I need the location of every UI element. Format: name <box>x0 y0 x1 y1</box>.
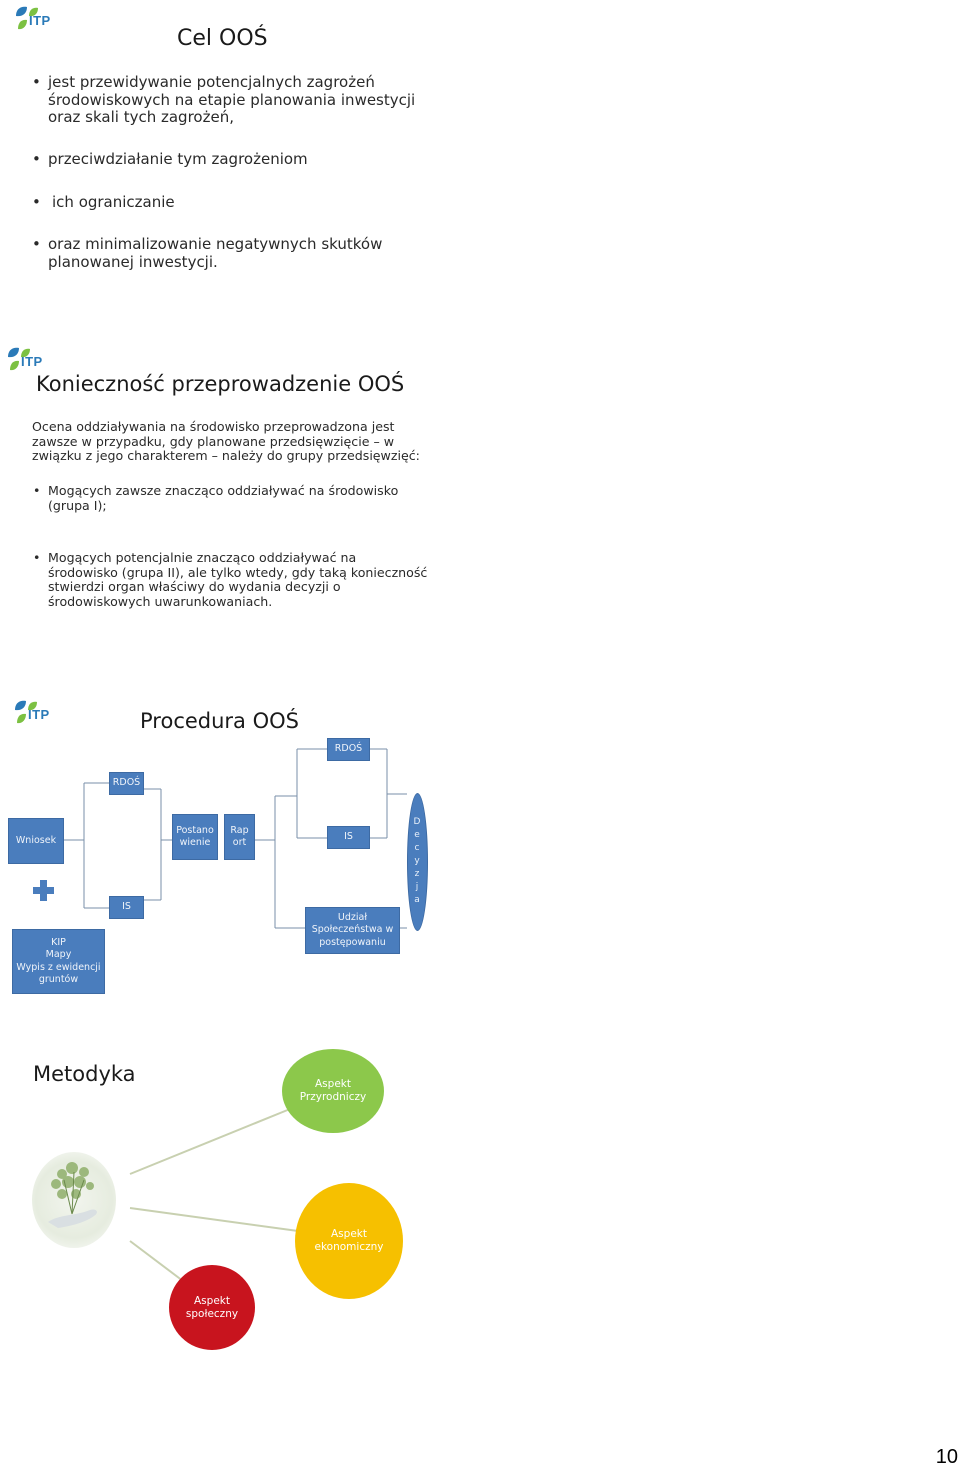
box-is-right: IS <box>327 826 370 849</box>
circle-aspekt-przyrodniczy: Aspekt Przyrodniczy <box>282 1049 384 1133</box>
bullet-dot: • <box>32 235 41 253</box>
box-rdos-left: RDOŚ <box>109 772 144 795</box>
leaf-icon <box>8 347 30 371</box>
circle-aspekt-spoleczny: Aspekt społeczny <box>169 1265 255 1350</box>
box-rdos-right: RDOŚ <box>327 738 370 761</box>
box-postanowienie: Postano wienie <box>172 814 218 860</box>
itp-logo: ITP <box>6 345 46 373</box>
metodyka-connectors <box>129 1108 299 1282</box>
box-is-left: IS <box>109 896 144 919</box>
slide-metodyka: Metodyka Aspekt Przyrodniczy Aspekt <box>0 1035 430 1365</box>
slide-procedura-oos: ITP Procedura OOŚ Wniosek <box>0 690 430 1010</box>
bullet-item: • przeciwdziałanie tym zagrożeniom <box>32 150 308 168</box>
bullet-item: • oraz minimalizowanie negatywnych skutk… <box>32 235 383 271</box>
slide-title: Konieczność przeprowadzenie OOŚ <box>36 372 405 396</box>
slide-title: Cel OOŚ <box>177 26 268 51</box>
bullet-dot: • <box>32 193 41 211</box>
logo-text: ITP <box>29 13 51 28</box>
bullet-item: • Mogących zawsze znacząco oddziaływać n… <box>33 483 399 513</box>
bullet-dot: • <box>33 483 41 498</box>
decyzja-letters: D e c y z j a <box>413 817 421 905</box>
itp-logo: ITP <box>14 4 54 32</box>
slide-koniecznosc-oos: ITP Konieczność przeprowadzenie OOŚ Ocen… <box>0 340 430 630</box>
procedure-connectors <box>64 748 407 929</box>
plant-icon <box>48 1162 97 1228</box>
bullet-item: • jest przewidywanie potencjalnych zagro… <box>32 73 416 126</box>
bullet-dot: • <box>32 150 41 168</box>
bullet-dot: • <box>32 73 41 91</box>
logo-text: ITP <box>21 354 43 369</box>
slide-cel-oos: ITP Cel OOŚ • jest przewidywanie potencj… <box>0 0 430 300</box>
bullet-dot: • <box>33 550 41 565</box>
logo-text: ITP <box>28 707 50 722</box>
itp-logo: ITP <box>13 698 53 726</box>
bullet-item: • ich ograniczanie <box>32 193 175 211</box>
box-kip: KIP Mapy Wypis z ewidencji gruntów <box>12 929 105 994</box>
circle-aspekt-ekonomiczny: Aspekt ekonomiczny <box>295 1183 403 1299</box>
slide-title: Procedura OOŚ <box>140 709 299 733</box>
box-wniosek: Wniosek <box>8 818 64 864</box>
leaf-icon <box>16 6 38 30</box>
plus-icon <box>33 880 54 901</box>
oval-decyzja: D e c y z j a <box>407 793 428 931</box>
page-number: 10 <box>935 1446 958 1468</box>
bullet-item: • Mogących potencjalnie znacząco oddział… <box>33 550 428 609</box>
leaf-icon <box>15 700 37 724</box>
slide-title: Metodyka <box>33 1062 136 1086</box>
box-udzial-spoleczenstwa: Udział Społeczeństwa w postępowaniu <box>305 907 400 954</box>
plant-hand-image <box>32 1152 116 1248</box>
box-raport: Rap ort <box>224 814 255 860</box>
intro-paragraph: Ocena oddziaływania na środowisko przepr… <box>32 419 420 463</box>
